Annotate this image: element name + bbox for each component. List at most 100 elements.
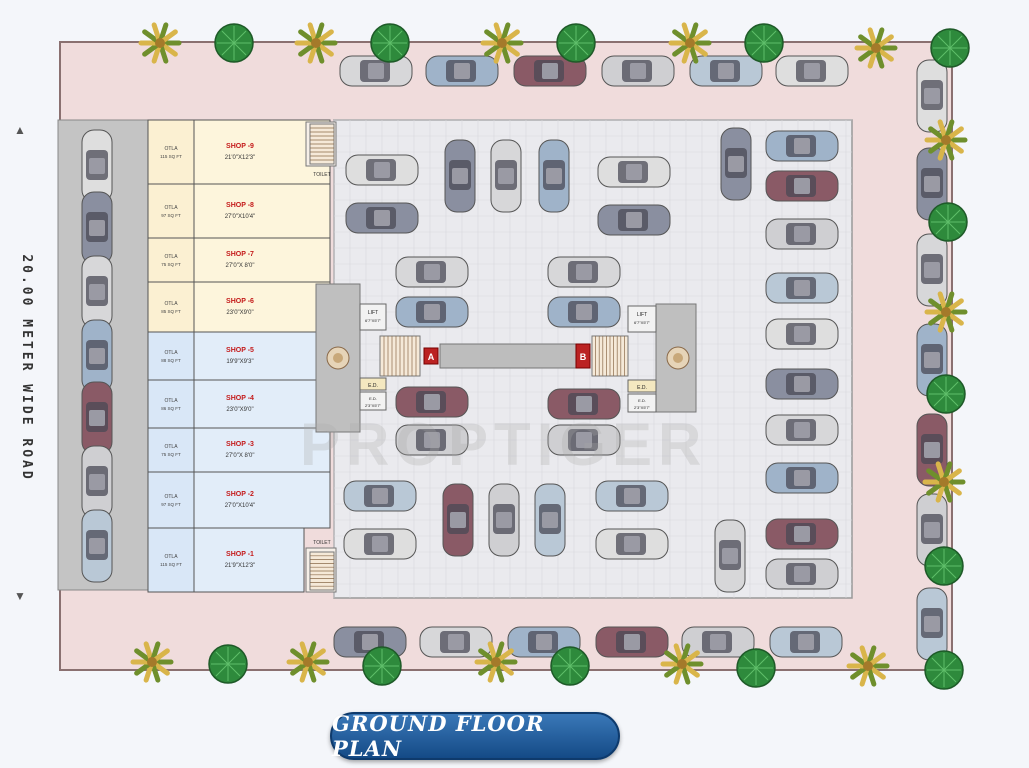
core-b: LIFT 6'7"X5'7" B E.D. E.D. 2'3"X5'7" (575, 303, 697, 413)
otla-area: 115 SQ FT (160, 562, 182, 567)
central-corridor (439, 343, 577, 369)
car (714, 519, 746, 593)
car (444, 139, 476, 213)
shop-6: OTLA 85 SQ FT SHOP -6 23'0"X9'0" (147, 281, 331, 333)
shop-size: 27'0"X10'4" (225, 503, 256, 509)
palm-tree (668, 22, 712, 64)
core-b-ed: E.D. (637, 385, 647, 391)
core-a: LIFT 6'7"X5'7" A E.D. E.D. 2'3"X5'7" (315, 283, 439, 433)
otla-label: OTLA (164, 554, 178, 560)
car (916, 233, 948, 307)
car (916, 147, 948, 221)
car (765, 558, 839, 590)
car (595, 626, 669, 658)
otla-label: OTLA (164, 205, 178, 211)
shop-name: SHOP -6 (226, 298, 254, 305)
car (81, 255, 113, 329)
shop-name: SHOP -5 (226, 347, 254, 354)
otla-area: 97 SQ FT (161, 213, 181, 218)
car (547, 296, 621, 328)
car (765, 272, 839, 304)
core-b-ed2: E.D. (638, 398, 646, 403)
car (343, 528, 417, 560)
palm-tree (924, 291, 968, 333)
shop-size: 19'9"X9'3" (226, 359, 253, 365)
shop-name: SHOP -2 (226, 491, 254, 498)
car (595, 528, 669, 560)
palm-tree (294, 22, 338, 64)
car (81, 129, 113, 203)
palm-tree (138, 22, 182, 64)
car (81, 319, 113, 393)
otla-area: 85 SQ FT (161, 309, 181, 314)
round-tree (926, 374, 966, 414)
core-b-label: B (580, 352, 587, 362)
shop-name: SHOP -3 (226, 441, 254, 448)
car (395, 386, 469, 418)
round-tree (214, 23, 254, 63)
car (395, 296, 469, 328)
car (345, 154, 419, 186)
car (765, 318, 839, 350)
car (720, 127, 752, 201)
palm-tree (480, 22, 524, 64)
palm-tree (922, 461, 966, 503)
car (395, 424, 469, 456)
car (765, 218, 839, 250)
car (547, 256, 621, 288)
car (513, 55, 587, 87)
shop-name: SHOP -4 (226, 395, 254, 402)
car (597, 156, 671, 188)
palm-tree (660, 643, 704, 685)
watermark: PROPTIGER (300, 411, 708, 478)
round-tree (362, 646, 402, 686)
car (681, 626, 755, 658)
palm-tree (286, 641, 330, 683)
car (765, 518, 839, 550)
otla-area: 75 SQ FT (161, 452, 181, 457)
stairs-bottom (309, 551, 335, 591)
car (916, 587, 948, 661)
car (547, 424, 621, 456)
car (775, 55, 849, 87)
car (765, 170, 839, 202)
shop-size: 23'0"X9'0" (226, 407, 253, 413)
car (425, 55, 499, 87)
car (538, 139, 570, 213)
core-b-ed-size: 2'3"X5'7" (634, 405, 651, 410)
otla-label: OTLA (164, 350, 178, 356)
core-a-ed-size: 2'3"X5'7" (365, 403, 382, 408)
car (81, 445, 113, 519)
round-tree (736, 648, 776, 688)
otla-label: OTLA (164, 301, 178, 307)
otla-area: 115 SQ FT (160, 154, 182, 159)
shop-name: SHOP -8 (226, 202, 254, 209)
shop-name: SHOP -9 (226, 143, 254, 150)
round-tree (208, 644, 248, 684)
car (81, 191, 113, 265)
otla-label: OTLA (164, 398, 178, 404)
road-arrow-up: ▲ (14, 123, 26, 137)
car (765, 368, 839, 400)
car (597, 204, 671, 236)
car (345, 202, 419, 234)
car (81, 509, 113, 583)
shop-name: SHOP -7 (226, 251, 254, 258)
shop-size: 23'0"X9'0" (226, 310, 253, 316)
car (395, 256, 469, 288)
otla-area: 88 SQ FT (161, 358, 181, 363)
trees (130, 22, 970, 690)
car (488, 483, 520, 557)
core-a-ed: E.D. (368, 383, 378, 389)
otla-label: OTLA (164, 254, 178, 260)
shop-size: 27'0"X 8'0" (226, 263, 255, 269)
round-tree (924, 650, 964, 690)
